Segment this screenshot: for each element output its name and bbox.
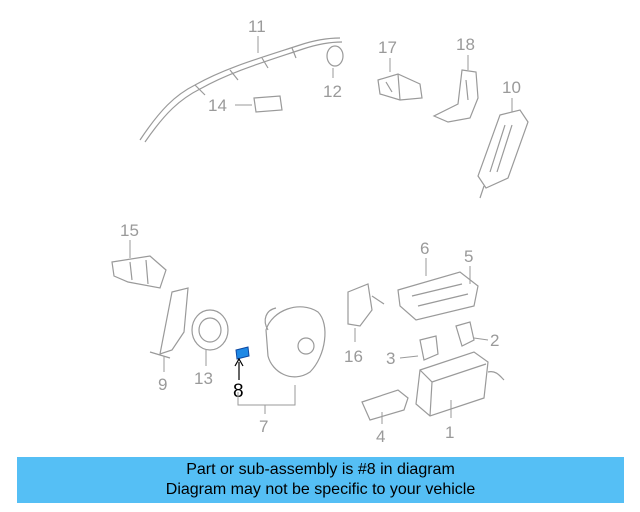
part-13-clockspring: [191, 309, 229, 351]
info-banner: Part or sub-assembly is #8 in diagram Di…: [17, 457, 624, 503]
callout-14: 14: [208, 96, 227, 115]
part-16-sensor-bracket: [347, 283, 385, 327]
part-5-6-dash-bracket: [397, 271, 479, 321]
part-18-bracket: [432, 69, 479, 123]
callout-13: 13: [194, 369, 213, 388]
callout-17: 17: [378, 38, 397, 57]
parts-diagram: 11 12 17 18 10 14 15 9: [111, 17, 529, 446]
callout-15: 15: [120, 221, 139, 240]
part-1-passenger-airbag: [415, 351, 505, 417]
part-2-small-bracket: [455, 321, 475, 347]
callout-7: 7: [259, 417, 268, 436]
part-9-pillar-trim: [149, 287, 189, 359]
callout-6: 6: [420, 239, 429, 258]
part-17-sensor: [377, 73, 423, 101]
callout-12: 12: [323, 82, 342, 101]
callout-9: 9: [158, 375, 167, 394]
part-3-clip: [419, 335, 439, 361]
leader-8-arrowhead: [234, 357, 244, 367]
part-15-knee-bolster: [111, 255, 167, 289]
callout-4: 4: [376, 427, 385, 446]
callout-18: 18: [456, 35, 475, 54]
banner-line-1: Part or sub-assembly is #8 in diagram: [186, 461, 455, 478]
callout-11: 11: [248, 17, 266, 36]
part-12-cap: [326, 45, 344, 67]
callout-2: 2: [490, 331, 499, 350]
callout-1: 1: [445, 423, 454, 442]
callout-3: 3: [386, 349, 395, 368]
part-11-curtain-airbag: [139, 37, 343, 143]
banner-line-2: Diagram may not be specific to your vehi…: [165, 481, 476, 498]
part-4-lower-bracket: [361, 389, 409, 421]
part-10-side-airbag: [477, 109, 529, 199]
callout-16: 16: [344, 347, 363, 366]
callout-8: 8: [233, 381, 244, 402]
callout-5: 5: [464, 247, 473, 266]
leader-3: [399, 355, 419, 359]
part-8-highlighted: [235, 346, 250, 360]
leader-7: [237, 385, 296, 414]
callout-10: 10: [502, 78, 521, 97]
leader-2: [473, 337, 489, 341]
part-7-driver-airbag: [264, 306, 326, 378]
part-14-module: [253, 95, 283, 113]
